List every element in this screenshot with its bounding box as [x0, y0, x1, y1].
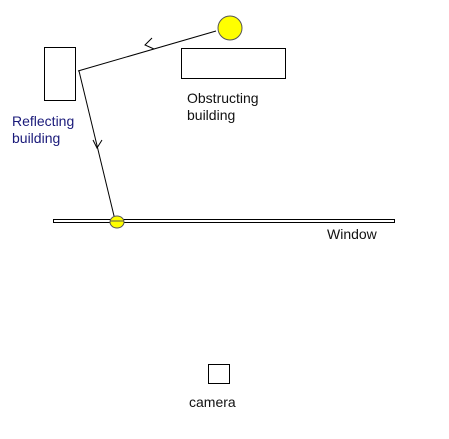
reflected-ray — [78, 70, 116, 221]
obstructing-label-line1: Obstructing — [187, 90, 259, 106]
incident-ray-arrowhead — [144, 37, 155, 50]
camera-box — [208, 364, 230, 384]
window-label: Window — [327, 226, 377, 242]
reflecting-label-line1: Reflecting — [12, 113, 75, 129]
reflecting-building — [44, 47, 76, 101]
window-pane — [53, 219, 395, 223]
reflected-ray-arrowhead — [92, 139, 103, 150]
camera-label: camera — [189, 394, 236, 410]
incident-ray — [77, 30, 217, 72]
reflecting-building-label: Reflecting building — [12, 113, 74, 147]
sun — [217, 15, 243, 41]
reflection-spot — [109, 215, 125, 229]
reflecting-label-line2: building — [12, 130, 61, 146]
obstructing-label-line2: building — [187, 107, 236, 123]
obstructing-building — [181, 48, 286, 79]
obstructing-building-label: Obstructing building — [187, 90, 259, 124]
